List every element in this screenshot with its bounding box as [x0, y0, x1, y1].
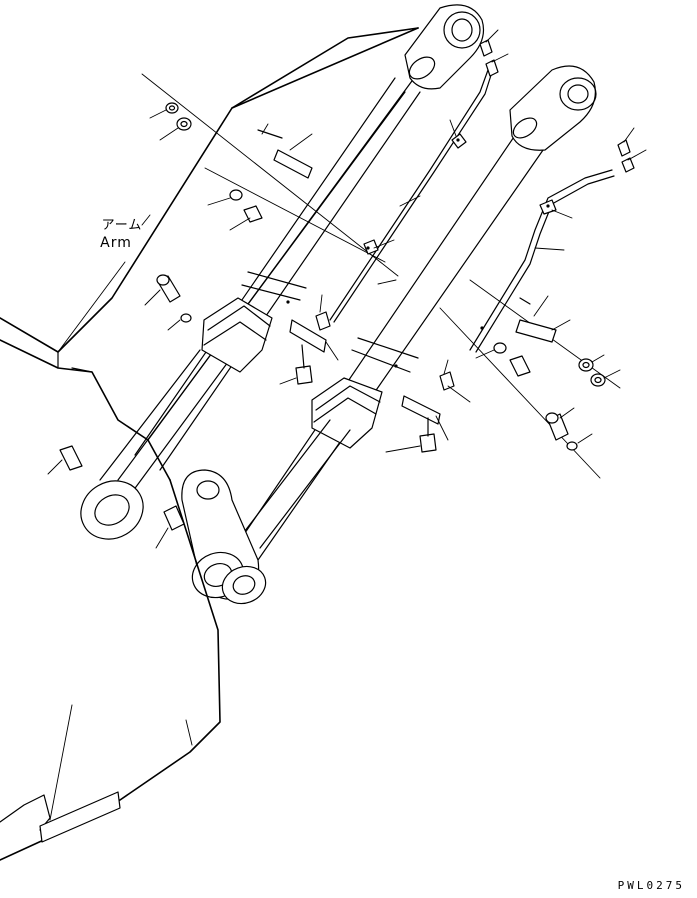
clamp-markers: [286, 138, 550, 368]
arm-label-japanese: アーム: [101, 218, 143, 233]
arm-body: [0, 27, 421, 481]
bucket: [0, 479, 221, 861]
grease-piping: [329, 69, 615, 353]
arm-top-pin-boss: [404, 4, 485, 90]
bucket-cylinder-right: [229, 65, 597, 561]
bucket-cylinder-left: [80, 77, 421, 540]
arm-label-english: Arm: [100, 235, 132, 251]
bucket-link: [181, 469, 267, 605]
small-parts: [47, 29, 647, 549]
drawing-code: PWL0275: [617, 879, 685, 892]
